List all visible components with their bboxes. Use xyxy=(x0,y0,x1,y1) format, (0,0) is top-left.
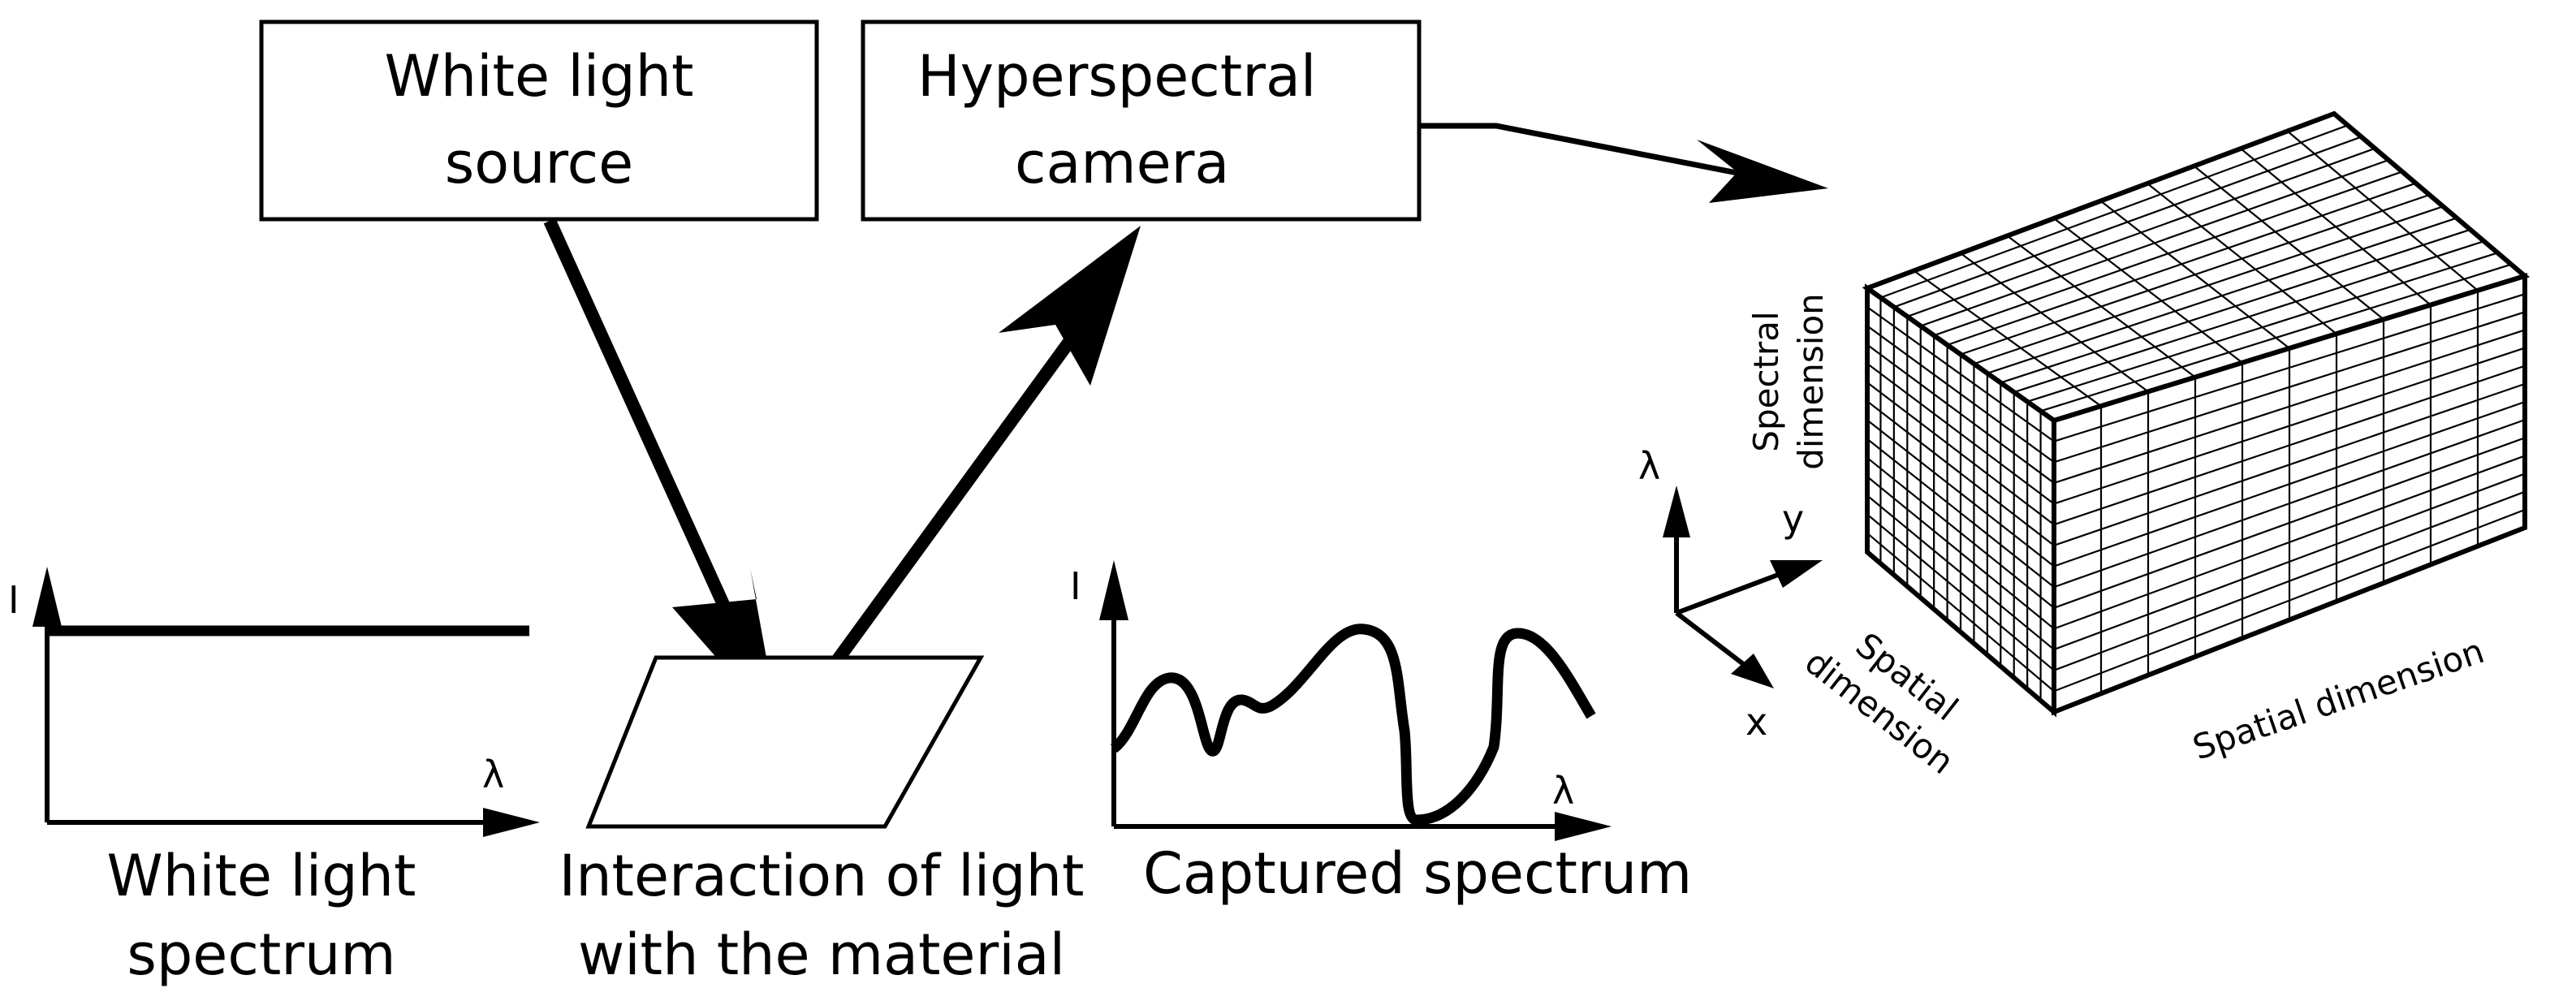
spatial-front-label: Spatial dimension xyxy=(2188,631,2489,768)
interaction-caption-line2: with the material xyxy=(578,921,1065,988)
camera-to-cube-arrow xyxy=(1421,123,1828,203)
grid-line xyxy=(2053,329,2526,484)
camera-box: Hyperspectral camera xyxy=(861,19,1422,222)
white-light-spectrum-plot: I λ xyxy=(8,567,540,837)
grid-line xyxy=(2053,472,2526,651)
coordinate-axes: λ y x xyxy=(1638,444,1823,744)
grid-line xyxy=(2053,365,2526,526)
grid-line xyxy=(2053,490,2526,671)
y-axis-label: y xyxy=(1782,497,1804,541)
captured-intensity-axis-label: I xyxy=(1070,564,1081,608)
light-source-box: White light source xyxy=(259,19,819,222)
grid-line xyxy=(1866,457,2055,609)
x-axis-label: x xyxy=(1745,700,1767,744)
grid-line xyxy=(1866,343,2055,484)
grid-line xyxy=(1866,306,2055,442)
captured-spectrum-caption: Captured spectrum xyxy=(1143,840,1692,907)
grid-line xyxy=(1947,182,2417,346)
grid-line xyxy=(1933,170,2403,337)
grid-line xyxy=(1866,513,2055,671)
y-axis-arrowhead xyxy=(1770,560,1823,588)
x-axis-arrowhead xyxy=(1731,654,1774,688)
grid-line xyxy=(2053,508,2526,693)
grid-line xyxy=(1866,438,2055,589)
grid-line xyxy=(2053,311,2526,464)
captured-spectrum-curve xyxy=(1110,623,1596,826)
grid-line xyxy=(2053,293,2526,442)
grid-line xyxy=(1866,325,2055,464)
lambda-axis-arrowhead xyxy=(1663,485,1690,537)
grid-line xyxy=(2053,382,2526,546)
grid-line xyxy=(2053,455,2526,630)
grid-line xyxy=(2053,437,2526,609)
lambda-axis-label: λ xyxy=(1638,444,1660,488)
captured-wavelength-axis-label: λ xyxy=(1552,769,1574,813)
grid-line xyxy=(1866,476,2055,630)
wavelength-axis-arrowhead xyxy=(483,808,540,837)
grid-line xyxy=(1866,532,2055,693)
grid-line xyxy=(1906,147,2375,317)
grid-line xyxy=(2000,228,2471,384)
grid-line xyxy=(1880,124,2349,299)
camera-label-line2: camera xyxy=(1015,130,1229,196)
interaction-caption-line1: Interaction of light xyxy=(559,843,1085,909)
material-surface xyxy=(585,655,985,829)
spectral-dimension-label-line2: dimension xyxy=(1791,293,1831,470)
grid-line xyxy=(2040,263,2512,412)
spectral-dimension-label-line1: Spectral xyxy=(1746,311,1786,451)
grid-line xyxy=(2053,419,2526,589)
camera-label-line1: Hyperspectral xyxy=(917,43,1316,110)
grid-line xyxy=(1987,217,2457,374)
grid-line xyxy=(2053,400,2526,567)
grid-line xyxy=(1866,362,2055,505)
intensity-axis-label: I xyxy=(8,578,19,622)
incident-light-arrow xyxy=(543,218,779,729)
grid-line xyxy=(2026,252,2498,403)
wavelength-axis-label: λ xyxy=(482,753,504,796)
captured-spectrum-plot: I λ xyxy=(1070,560,1612,841)
grid-line xyxy=(1920,159,2389,327)
grid-line xyxy=(1866,419,2055,567)
intensity-axis-arrowhead xyxy=(32,567,62,627)
cube-grid-lines xyxy=(1866,124,2526,701)
grid-line xyxy=(1866,400,2055,546)
grid-line xyxy=(1866,382,2055,526)
hyperspectral-cube xyxy=(1862,110,2531,718)
grid-line xyxy=(1893,136,2362,308)
light-source-label-line2: source xyxy=(445,130,633,196)
grid-line xyxy=(2013,240,2484,394)
white-spectrum-caption-line1: White light xyxy=(107,843,416,909)
grid-line xyxy=(1974,205,2444,365)
grid-line xyxy=(1866,494,2055,650)
white-spectrum-caption-line2: spectrum xyxy=(127,921,395,988)
light-source-label-line1: White light xyxy=(385,43,694,110)
grid-line xyxy=(1960,193,2430,356)
grid-line xyxy=(2053,347,2526,505)
